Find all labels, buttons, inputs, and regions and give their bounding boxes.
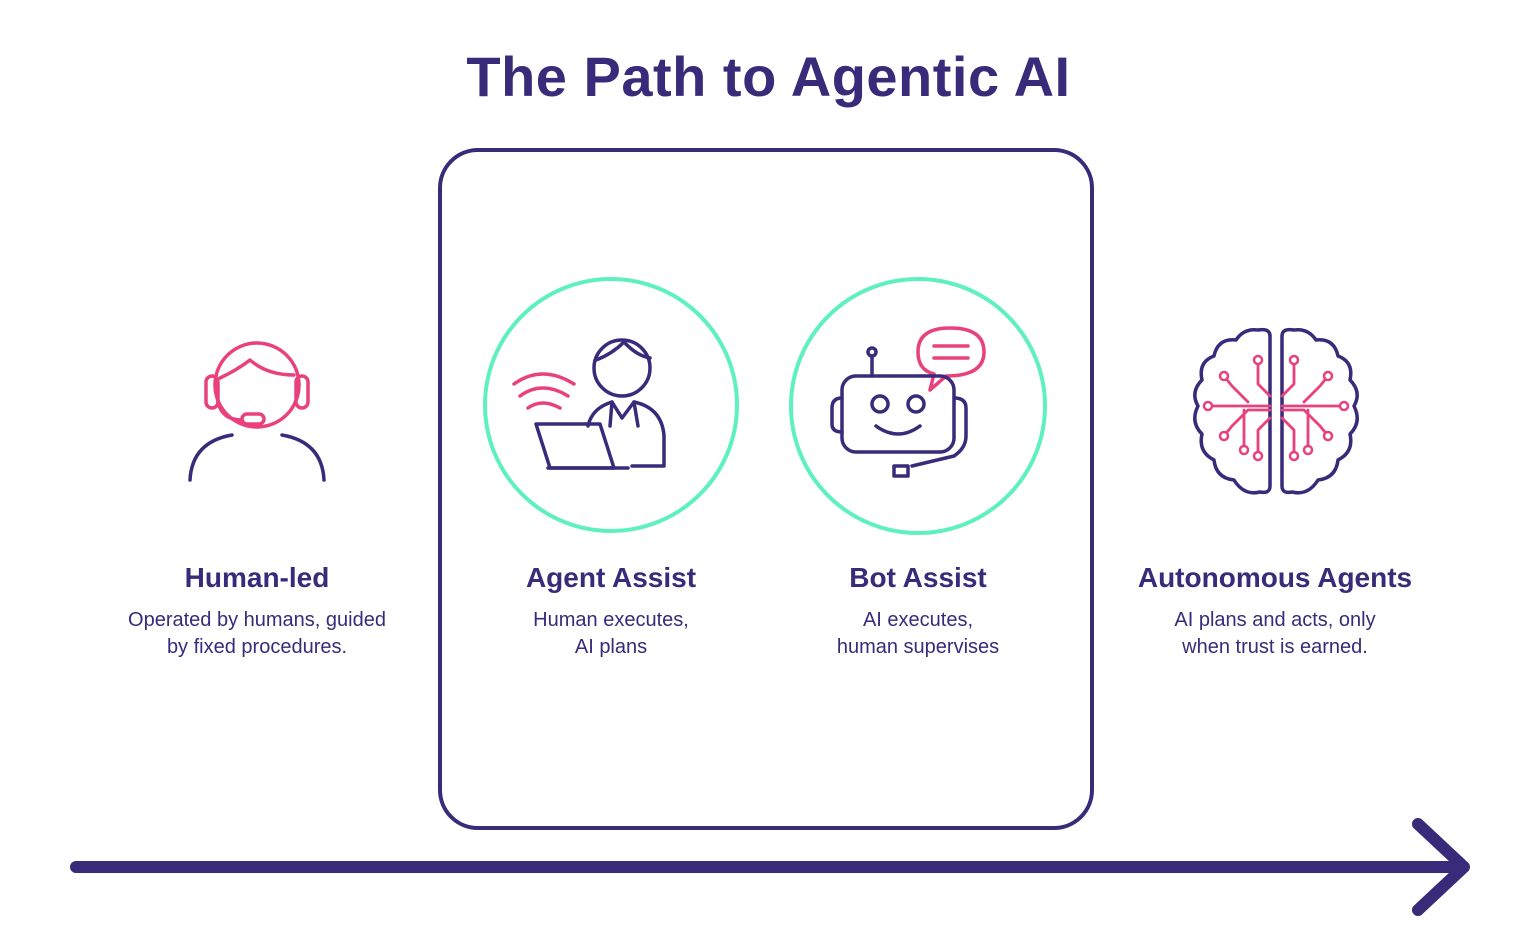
desc-line: AI plans <box>574 636 648 658</box>
headset-operator-icon <box>188 341 326 482</box>
page-title: The Path to Agentic AI <box>466 45 1071 108</box>
desc-line: by fixed procedures. <box>166 636 348 658</box>
stage-title-agent-assist: Agent Assist <box>525 562 697 593</box>
circuit-brain-icon <box>1193 327 1359 495</box>
desc-line: Human executes, <box>533 609 689 631</box>
progression-arrow <box>70 818 1470 916</box>
desc-line: when trust is earned. <box>1182 636 1368 658</box>
stage-desc-bot-assist: AI executes, human supervises <box>758 607 1078 661</box>
stage-title-autonomous-agents: Autonomous Agents <box>1137 562 1413 593</box>
robot-chat-icon <box>789 277 1047 535</box>
stage-title-human-led: Human-led <box>184 562 330 593</box>
stage-title-bot-assist: Bot Assist <box>849 562 987 593</box>
stage-desc-agent-assist: Human executes, AI plans <box>451 607 771 661</box>
stage-desc-human-led: Operated by humans, guided by fixed proc… <box>97 607 417 661</box>
stage-desc-autonomous-agents: AI plans and acts, only when trust is ea… <box>1115 607 1435 661</box>
desc-line: human supervises <box>836 636 1000 658</box>
desc-line: Operated by humans, guided <box>128 609 386 631</box>
desc-line: AI plans and acts, only <box>1174 609 1376 631</box>
assist-stages-highlight-box <box>438 148 1094 830</box>
desc-line: AI executes, <box>862 609 974 631</box>
person-laptop-icon <box>483 277 739 533</box>
